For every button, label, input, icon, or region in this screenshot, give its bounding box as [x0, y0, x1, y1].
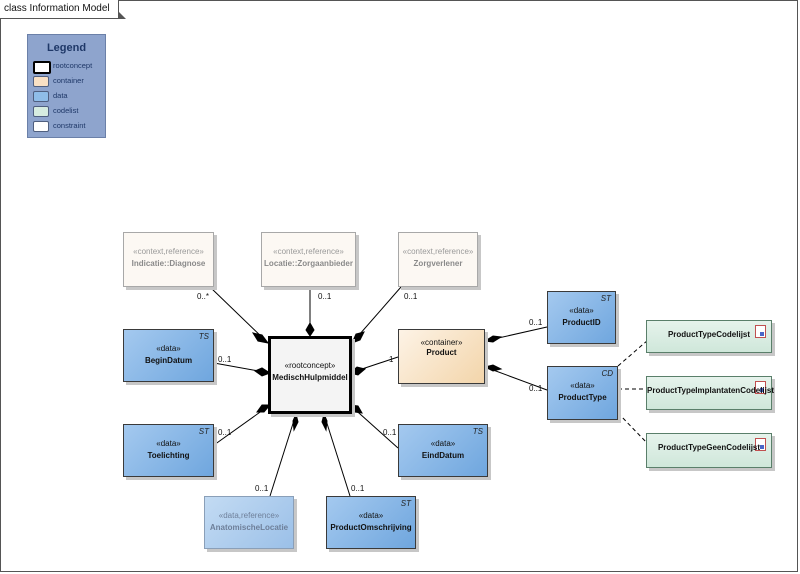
assoc-anatomisch	[269, 413, 297, 497]
class-toelichting[interactable]: ST «data» Toelichting	[123, 424, 214, 477]
multiplicity-product: 1	[389, 355, 394, 364]
class-indicatie-diagnose[interactable]: «context,reference» Indicatie::Diagnose	[123, 232, 214, 287]
diamond-begin	[253, 367, 272, 377]
class-stereotype: «context,reference»	[402, 247, 474, 256]
class-datatype-tag: ST	[400, 499, 411, 508]
legend-swatch	[33, 61, 51, 74]
class-stereotype: «data»	[156, 439, 181, 448]
multiplicity-toelichting: 0..1	[218, 428, 232, 437]
class-zorgverlener[interactable]: «context,reference» Zorgverlener	[398, 232, 478, 287]
diamond-diagnose	[251, 332, 270, 344]
class-stereotype: «data»	[569, 306, 594, 315]
class-name: ProductTypeImplantatenCodelijst	[647, 386, 774, 395]
class-name: ProductType	[558, 393, 607, 402]
dep-cl1	[617, 339, 649, 367]
diamond-eind	[348, 404, 363, 414]
multiplicity-zorgverlener: 0..1	[404, 292, 418, 301]
legend-label: data	[53, 91, 68, 100]
class-medischhulpmiddel-root[interactable]: «rootconcept» MedischHulpmiddel	[268, 336, 352, 414]
dep-cl3	[617, 412, 649, 445]
class-stereotype: «data»	[570, 381, 595, 390]
diamond-zorgaanbieder	[305, 321, 315, 337]
legend-label: codelist	[53, 106, 79, 115]
class-name: BeginDatum	[144, 356, 193, 365]
class-einddatum[interactable]: TS «data» EindDatum	[398, 424, 488, 477]
legend-swatch	[33, 121, 49, 132]
codelist-icon	[755, 381, 766, 394]
multiplicity-zorgaanbieder: 0..1	[318, 292, 332, 301]
class-datatype-tag: CD	[601, 369, 613, 378]
multiplicity-anatomischelocatie: 0..1	[255, 484, 269, 493]
legend-swatch	[33, 76, 49, 87]
codelist-icon	[755, 438, 766, 451]
legend: Legend rootconcept container data codeli…	[27, 34, 106, 138]
diamond-product	[348, 366, 367, 376]
class-name: Toelichting	[147, 451, 190, 460]
class-name: AnatomischeLocatie	[209, 523, 289, 532]
class-producttypecodelijst[interactable]: ProductTypeCodelijst	[646, 320, 772, 353]
diamond-omschrijving	[321, 412, 328, 432]
multiplicity-productid: 0..1	[529, 318, 543, 327]
legend-label: rootconcept	[53, 61, 93, 70]
class-producttypegeencodelijst[interactable]: ProductTypeGeenCodelijst	[646, 433, 772, 468]
class-productomschrijving[interactable]: ST «data» ProductOmschrijving	[326, 496, 416, 549]
class-producttype[interactable]: CD «data» ProductType	[547, 366, 618, 420]
class-begindatum[interactable]: TS «data» BeginDatum	[123, 329, 214, 382]
class-stereotype: «data»	[156, 344, 181, 353]
class-stereotype: «container»	[420, 338, 463, 347]
class-name: ProductTypeCodelijst	[667, 330, 751, 339]
class-stereotype: «context,reference»	[273, 247, 344, 256]
multiplicity-producttype: 0..1	[529, 384, 543, 393]
legend-swatch	[33, 91, 49, 102]
legend-swatch	[33, 106, 49, 117]
diamond-anatomisch	[292, 412, 299, 432]
class-name: EindDatum	[421, 451, 465, 460]
legend-label: constraint	[53, 121, 86, 130]
class-name: Locatie::Zorgaanbieder	[264, 259, 353, 268]
class-stereotype: «rootconcept»	[284, 361, 336, 370]
class-name: Product	[426, 348, 457, 357]
class-stereotype: «data»	[358, 511, 384, 520]
class-name: MedischHulpmiddel	[272, 373, 348, 382]
class-datatype-tag: TS	[472, 427, 483, 436]
diamond-productid	[483, 335, 503, 343]
assoc-diagnose	[209, 286, 269, 344]
class-stereotype: «context,reference»	[133, 247, 204, 256]
legend-title: Legend	[46, 42, 87, 54]
assoc-omschrijving	[323, 413, 351, 497]
legend-label: container	[53, 76, 84, 85]
class-name: ProductOmschrijving	[330, 523, 412, 532]
class-producttypeimplantatencodelijst[interactable]: ProductTypeImplantatenCodelijst	[646, 376, 774, 410]
multiplicity-productomschrijving: 0..1	[351, 484, 365, 493]
class-stereotype: «data,reference»	[218, 511, 280, 520]
class-stereotype: «data»	[430, 439, 456, 448]
codelist-icon	[755, 325, 766, 338]
multiplicity-diagnose: 0..*	[197, 292, 210, 301]
class-datatype-tag: TS	[198, 332, 209, 341]
class-name: ProductID	[562, 318, 601, 327]
diamond-producttype	[483, 364, 503, 372]
diamond-zorgverlener	[351, 331, 365, 344]
multiplicity-begindatum: 0..1	[218, 355, 232, 364]
class-datatype-tag: ST	[600, 294, 611, 303]
class-datatype-tag: ST	[198, 427, 209, 436]
diagram-title: class Information Model	[0, 0, 126, 19]
multiplicity-einddatum: 0..1	[383, 428, 397, 437]
class-anatomischelocatie[interactable]: «data,reference» AnatomischeLocatie	[204, 496, 294, 549]
class-product-container[interactable]: «container» Product	[398, 329, 485, 384]
class-productid[interactable]: ST «data» ProductID	[547, 291, 616, 344]
class-name: ProductTypeGeenCodelijst	[657, 443, 761, 452]
class-locatie-zorgaanbieder[interactable]: «context,reference» Locatie::Zorgaanbied…	[261, 232, 356, 287]
diamond-toelichting	[256, 404, 272, 413]
class-name: Zorgverlener	[413, 259, 463, 268]
class-name: Indicatie::Diagnose	[131, 259, 206, 268]
